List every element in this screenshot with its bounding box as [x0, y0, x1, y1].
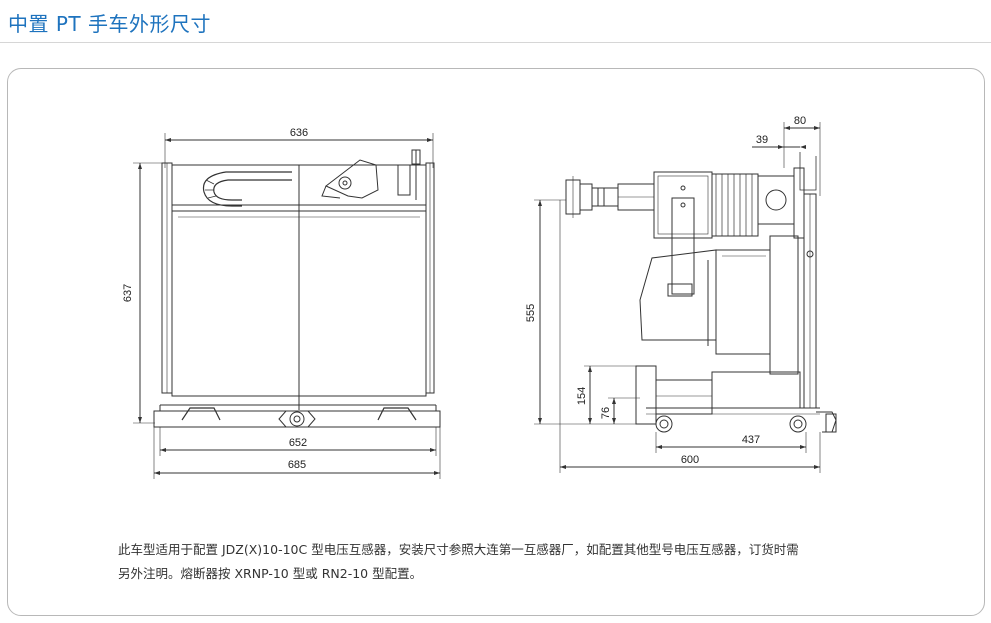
dim-label-437: 437 — [742, 434, 760, 446]
dim-label-636: 636 — [290, 127, 308, 139]
dim-label-80: 80 — [794, 115, 806, 127]
front-view: 636 637 — [122, 127, 441, 479]
dim-label-39: 39 — [756, 134, 768, 146]
dim-label-637: 637 — [122, 284, 134, 302]
title-divider — [0, 42, 991, 43]
page-title: 中置 PT 手车外形尺寸 — [8, 12, 211, 36]
dim-label-555: 555 — [525, 304, 537, 322]
drawing-frame — [7, 68, 985, 616]
note-line-2: 另外注明。熔断器按 XRNP-10 型或 RN2-10 型配置。 — [118, 566, 423, 581]
dim-label-154: 154 — [576, 387, 588, 405]
dim-label-652: 652 — [289, 437, 307, 449]
note-line-1: 此车型适用于配置 JDZ(X)10-10C 型电压互感器，安装尺寸参照大连第一互… — [118, 542, 799, 557]
dim-label-600: 600 — [681, 454, 699, 466]
description-note: 此车型适用于配置 JDZ(X)10-10C 型电压互感器，安装尺寸参照大连第一互… — [118, 538, 898, 586]
dim-label-76: 76 — [600, 407, 612, 419]
dim-label-685: 685 — [288, 459, 306, 471]
side-view: 555 154 76 — [525, 115, 837, 473]
